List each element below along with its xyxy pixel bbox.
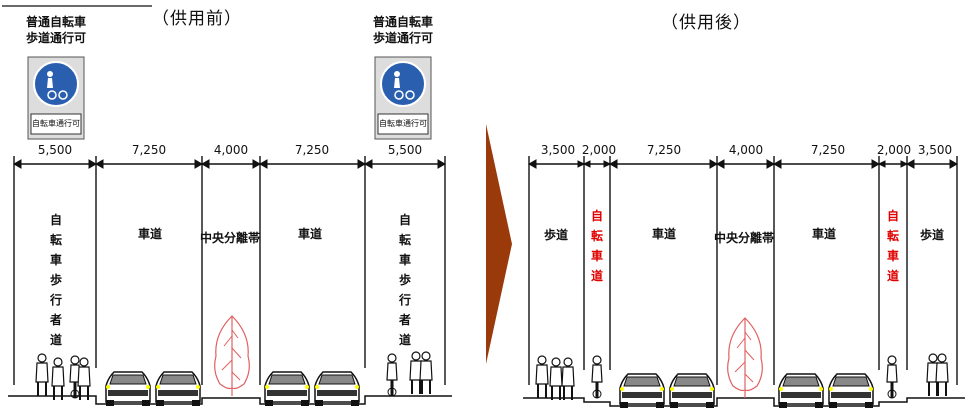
after-dim-4: 4,000 bbox=[728, 143, 764, 157]
before-title: （供用前） bbox=[152, 9, 242, 29]
after-zone-walk-right: 歩道 bbox=[920, 228, 945, 242]
before-dim-5: 5,500 bbox=[387, 143, 423, 157]
pedestrian-figure bbox=[935, 353, 949, 397]
car-figure bbox=[828, 373, 874, 409]
before-dim-1: 5,500 bbox=[37, 143, 73, 157]
car-figure bbox=[105, 371, 151, 407]
before-zone-median: 中央分離帯 bbox=[200, 231, 261, 245]
after-dim-6: 2,000 bbox=[876, 143, 912, 157]
pedestrian-figure bbox=[549, 357, 563, 401]
transition-arrow bbox=[486, 124, 512, 364]
car-figure bbox=[155, 371, 201, 407]
after-dim-7: 3,500 bbox=[917, 143, 953, 157]
after-dim-2: 2,000 bbox=[581, 143, 617, 157]
after-dim-1: 3,500 bbox=[540, 143, 576, 157]
before-zone-right-walk: 自 転 車 歩 行 者 道 bbox=[398, 213, 411, 347]
car-figure bbox=[264, 371, 310, 407]
median-tree bbox=[214, 315, 250, 397]
before-dim-4: 7,250 bbox=[294, 143, 330, 157]
sign-left-label: 普通自転車 歩道通行可 bbox=[25, 15, 86, 45]
pedestrian-figure bbox=[77, 357, 91, 401]
before-dim-2: 7,250 bbox=[131, 143, 167, 157]
sign-right-label: 普通自転車 歩道通行可 bbox=[372, 15, 433, 45]
after-dim-5: 7,250 bbox=[810, 143, 846, 157]
after-zone-walk-left: 歩道 bbox=[544, 228, 569, 242]
after-zone-bike-right: 自 転 車 道 bbox=[886, 209, 899, 283]
pedestrian-figure bbox=[51, 357, 65, 401]
after-dim-3: 7,250 bbox=[646, 143, 682, 157]
cyclist-figure bbox=[885, 354, 899, 400]
sign-left bbox=[27, 56, 85, 140]
after-zone-road-2: 車道 bbox=[812, 227, 837, 241]
before-dimension-lines bbox=[12, 156, 447, 385]
before-zone-road-2: 車道 bbox=[298, 227, 323, 241]
pedestrian-figure bbox=[419, 351, 433, 395]
pedestrian-figure bbox=[35, 353, 49, 397]
after-dimension-lines bbox=[527, 156, 959, 385]
sign-left-plate-text: 自転車通行可 bbox=[32, 119, 80, 128]
car-figure bbox=[619, 373, 665, 409]
median-tree bbox=[727, 317, 763, 399]
after-zone-median: 中央分離帯 bbox=[714, 231, 775, 245]
after-ground bbox=[523, 397, 965, 407]
sign-right bbox=[374, 56, 432, 140]
car-figure bbox=[669, 373, 715, 409]
after-title: （供用後） bbox=[661, 13, 751, 33]
before-ground bbox=[8, 395, 452, 405]
before-dim-3: 4,000 bbox=[213, 143, 249, 157]
car-figure bbox=[314, 371, 360, 407]
sign-right-plate-text: 自転車通行可 bbox=[379, 119, 427, 128]
cyclist-figure bbox=[385, 352, 399, 398]
pedestrian-figure bbox=[535, 355, 549, 399]
after-zone-road-1: 車道 bbox=[652, 227, 677, 241]
car-figure bbox=[778, 373, 824, 409]
before-zone-road-1: 車道 bbox=[138, 227, 163, 241]
before-zone-left-walk: 自 転 車 歩 行 者 道 bbox=[49, 213, 62, 347]
after-zone-bike-left: 自 転 車 道 bbox=[590, 209, 603, 283]
pedestrian-figure bbox=[561, 357, 575, 401]
cyclist-figure bbox=[590, 354, 604, 400]
